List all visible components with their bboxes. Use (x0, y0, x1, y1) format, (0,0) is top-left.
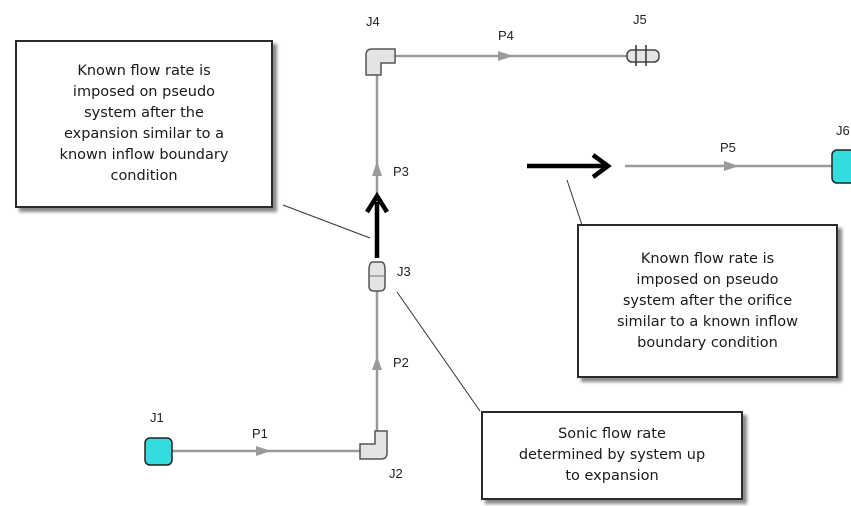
junction-j5-orifice-icon[interactable] (626, 45, 660, 66)
junction-j2-bend-icon[interactable] (359, 430, 388, 460)
callout-orifice-text: Known flow rate is imposed on pseudo sys… (616, 250, 799, 351)
leader-line-sonic (396, 291, 481, 412)
flow-arrow-right (527, 153, 612, 179)
pipe-p4[interactable] (394, 51, 630, 61)
callout-expansion-text: Known flow rate is imposed on pseudo sys… (59, 63, 229, 184)
label-j1: J1 (150, 410, 164, 425)
junction-j4-bend-icon[interactable] (365, 48, 396, 76)
leader-line-expansion (282, 204, 371, 239)
flow-arrow-up (365, 191, 389, 258)
label-j5: J5 (633, 12, 647, 27)
callout-expansion: Known flow rate is imposed on pseudo sys… (15, 40, 273, 208)
junction-j6-reservoir-icon[interactable] (831, 149, 851, 184)
label-p2: P2 (393, 355, 409, 370)
callout-sonic: Sonic flow rate determined by system up … (481, 411, 743, 500)
callout-sonic-text: Sonic flow rate determined by system up … (518, 426, 706, 484)
leader-line-orifice (566, 179, 583, 226)
pipe-p1[interactable] (172, 446, 361, 456)
callout-orifice: Known flow rate is imposed on pseudo sys… (577, 224, 838, 378)
label-j2: J2 (389, 466, 403, 481)
pipe-p2[interactable] (372, 291, 382, 436)
label-j6: J6 (836, 123, 850, 138)
pipe-p5[interactable] (625, 161, 836, 171)
label-p1: P1 (252, 426, 268, 441)
label-j4: J4 (366, 14, 380, 29)
label-p4: P4 (498, 28, 514, 43)
junction-j1-reservoir-icon[interactable] (144, 437, 173, 466)
label-p3: P3 (393, 164, 409, 179)
label-p5: P5 (720, 140, 736, 155)
junction-j3-expansion-icon[interactable] (368, 261, 386, 292)
label-j3: J3 (397, 264, 411, 279)
